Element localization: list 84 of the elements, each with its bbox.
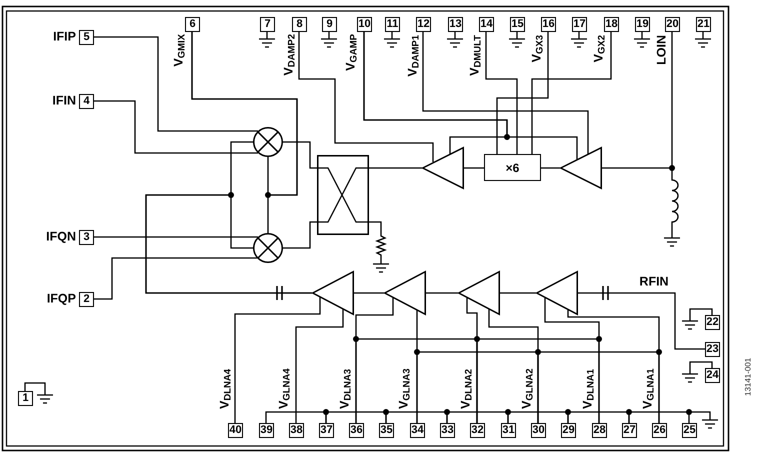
wire xyxy=(191,32,298,233)
amplifier-symbol xyxy=(458,271,500,315)
pin-label: IFIP xyxy=(53,30,76,44)
pin-box: 15 xyxy=(510,17,525,32)
figure-number: 13141-001 xyxy=(744,358,752,396)
pin-box: 36 xyxy=(349,423,364,438)
wire xyxy=(602,32,673,169)
wire xyxy=(476,338,600,423)
hybrid-coupler-symbol xyxy=(317,155,369,235)
pin-box: 12 xyxy=(416,17,431,32)
wire xyxy=(93,100,258,154)
amplifier-symbol xyxy=(536,271,578,315)
amplifier-symbol xyxy=(422,147,464,189)
pin-box: 6 xyxy=(185,17,200,32)
wire xyxy=(369,167,422,169)
pin-box: 17 xyxy=(572,17,587,32)
pin-box: 20 xyxy=(665,17,680,32)
wire xyxy=(145,194,312,294)
pin-box: 39 xyxy=(259,423,274,438)
pin-box: 37 xyxy=(319,423,334,438)
wire xyxy=(283,221,317,249)
wire xyxy=(531,32,612,154)
pin-box: 4 xyxy=(79,94,94,109)
pin-box: 27 xyxy=(622,423,637,438)
pin-box: 10 xyxy=(357,17,372,32)
pin-box: 31 xyxy=(501,423,516,438)
amplifier-symbol xyxy=(384,271,426,315)
wire xyxy=(93,36,258,132)
pin-box: 33 xyxy=(440,423,455,438)
pin-box: 28 xyxy=(592,423,607,438)
pin-box: 14 xyxy=(479,17,494,32)
wire xyxy=(628,411,690,423)
pin-box: 24 xyxy=(705,368,720,383)
pin-label: IFQP xyxy=(46,292,76,306)
wire xyxy=(234,297,321,423)
wire xyxy=(93,236,258,238)
mixer-symbol xyxy=(253,233,283,263)
pin-box: 32 xyxy=(470,423,485,438)
pin-box: 1 xyxy=(18,391,33,406)
pin-box: 34 xyxy=(410,423,425,438)
pin-box: 8 xyxy=(292,17,307,32)
wire xyxy=(578,292,705,350)
wire xyxy=(464,167,484,169)
wire xyxy=(496,32,549,154)
wire xyxy=(283,141,317,169)
wire xyxy=(500,292,536,294)
wire xyxy=(426,292,458,294)
pin-box: 5 xyxy=(79,30,94,45)
pin-box: 21 xyxy=(696,17,711,32)
pin-box: 11 xyxy=(385,17,400,32)
amplifier-symbol xyxy=(312,271,354,315)
pin-box: 3 xyxy=(79,230,94,245)
wire xyxy=(363,32,578,160)
wire xyxy=(354,292,384,294)
pin-box: 9 xyxy=(322,17,337,32)
wire xyxy=(537,351,660,423)
amplifier-symbol xyxy=(560,147,602,189)
pin-label: LOIN xyxy=(656,35,668,65)
pin-box: 22 xyxy=(705,315,720,330)
pin-box: 19 xyxy=(635,17,650,32)
pin-box: 26 xyxy=(652,423,667,438)
mixer-symbol xyxy=(253,127,283,157)
pin-box: 7 xyxy=(260,17,275,32)
wire xyxy=(295,309,344,423)
multiplier-box: ×6 xyxy=(484,154,541,181)
wire xyxy=(485,32,518,154)
pin-box: 38 xyxy=(289,423,304,438)
wire xyxy=(422,32,589,154)
wire xyxy=(541,167,560,169)
pin-box: 29 xyxy=(561,423,576,438)
pin-box: 16 xyxy=(541,17,556,32)
pin-box: 23 xyxy=(705,342,720,357)
pin-box: 30 xyxy=(531,423,546,438)
pin-box: 13 xyxy=(448,17,463,32)
wire xyxy=(298,32,434,162)
pin-box: 25 xyxy=(682,423,697,438)
pin-box: 35 xyxy=(379,423,394,438)
pin-label: IFQN xyxy=(46,230,76,244)
wire xyxy=(93,257,257,300)
pin-box: 18 xyxy=(604,17,619,32)
pin-label: IFIN xyxy=(52,94,76,108)
pin-box: 40 xyxy=(228,423,243,438)
pin-label: RFIN xyxy=(639,276,669,288)
pin-box: 2 xyxy=(79,292,94,307)
